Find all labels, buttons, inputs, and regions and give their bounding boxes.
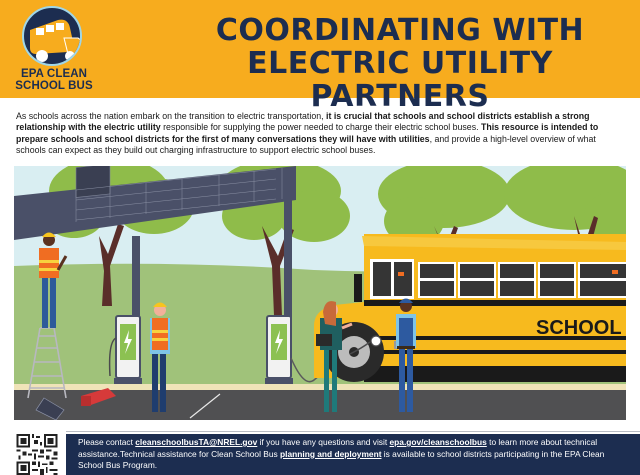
website-link[interactable]: epa.gov/cleanschoolbus [389, 437, 487, 447]
intro-paragraph: As schools across the nation embark on t… [16, 111, 628, 157]
intro-bold-text: it is crucial that schools and school di… [16, 111, 590, 133]
footer-text: to learn more about technical assistance… [78, 437, 598, 459]
footer-divider [66, 431, 640, 432]
email-link[interactable]: cleanschoolbusTA@NREL.gov [135, 437, 258, 447]
school-bus-icon [22, 6, 82, 66]
solar-panel [35, 397, 65, 420]
worker-standing [150, 302, 170, 412]
epa-clean-school-bus-logo: EPA CLEAN SCHOOL BUS [15, 6, 94, 96]
bus-school-label: SCHOOL [536, 317, 622, 339]
title-line-1: COORDINATING WITH [215, 13, 585, 48]
solar-canopy [14, 166, 296, 322]
businesswoman [316, 301, 353, 412]
logo-line-1: EPA CLEAN [20, 68, 88, 80]
toolbox [81, 388, 116, 406]
logo-line-2: SCHOOL BUS [15, 80, 93, 92]
planning-deployment-link[interactable]: planning and deployment [280, 448, 382, 459]
page-title: COORDINATING WITH ELECTRIC UTILITY PARTN… [180, 14, 620, 113]
ev-charger [265, 315, 351, 384]
title-line-2: ELECTRIC UTILITY PARTNERS [247, 46, 553, 114]
qr-code-icon[interactable] [16, 434, 58, 475]
ev-charger [108, 315, 142, 384]
mechanic [396, 298, 416, 412]
worker-on-ladder [39, 232, 68, 328]
intro-bold-text: This resource is intended to prepare sch… [16, 122, 599, 144]
header-banner: EPA CLEAN SCHOOL BUS COORDINATING WITH E… [0, 0, 640, 113]
footer-text: Please contact [78, 437, 136, 447]
footer-contact-box: Please contact cleanschoolbusTA@NREL.gov… [66, 434, 640, 475]
logo-text: EPA CLEAN SCHOOL BUS [14, 68, 94, 92]
intro-text: As schools across the nation embark on t… [16, 111, 327, 121]
footer-text: is available to school districts partici… [78, 448, 605, 471]
footer-text: if you have any questions and visit [257, 437, 390, 447]
intro-text: , and provide a high-level overview of w… [16, 133, 596, 156]
illustration-scene: SCHOOL [14, 166, 626, 420]
intro-text: responsible for supplying the power need… [160, 122, 481, 133]
